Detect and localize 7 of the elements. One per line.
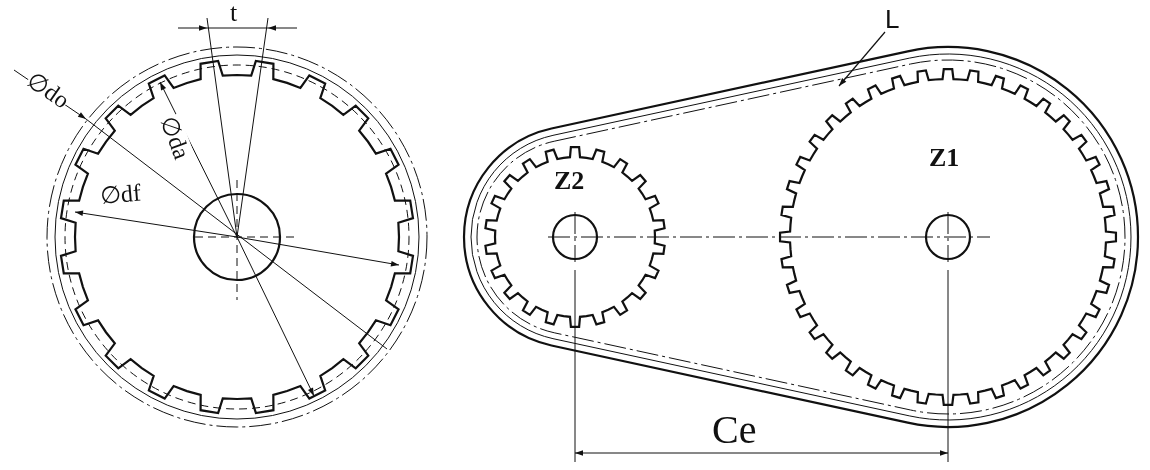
pulley-label: Z1 — [929, 145, 960, 171]
dimension-label: Ce — [712, 410, 757, 450]
belt-pitch-line — [476, 59, 1126, 415]
dimension-label: t — [230, 0, 238, 26]
pulley-label: Z2 — [554, 168, 585, 194]
part-label: L — [885, 6, 900, 32]
leader-line — [838, 31, 886, 87]
